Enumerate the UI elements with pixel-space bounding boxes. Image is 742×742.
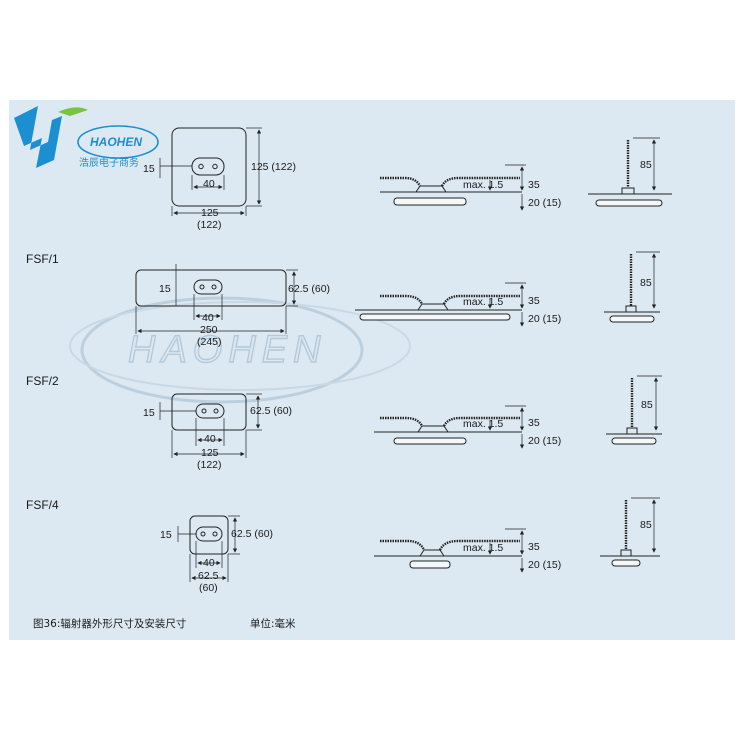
mount-slot: [195, 403, 225, 419]
max-dim: max. 1.5: [463, 296, 503, 308]
slot-width-dim: 40: [202, 312, 214, 324]
stem-h-dim: 85: [640, 159, 652, 171]
stem-h-dim: 85: [640, 519, 652, 531]
model-row-2: FSF/1 62.5 (60) 15 40 250 (245) max. 1.5…: [26, 251, 660, 348]
logo-brand-text: HAOHEN: [90, 135, 142, 149]
logo-company-text: 浩辰电子商务: [79, 156, 139, 169]
width-dim: 62.5: [198, 570, 219, 582]
mount-slot: [193, 279, 223, 295]
height-dim: 62.5 (60): [231, 528, 273, 540]
figure-caption: 图36:辐射器外形尺寸及安装尺寸: [33, 617, 186, 630]
drawing-sheet: [9, 100, 735, 640]
profile-h1-dim: 35: [528, 295, 540, 307]
height-dim: 62.5 (60): [288, 283, 330, 295]
slot-width-dim: 40: [203, 178, 215, 190]
model-row-3: FSF/2 62.5 (60) 15 40 125 (122) max. 1.5…: [26, 374, 662, 471]
width-dim: 125: [201, 207, 219, 219]
height-dim: 62.5 (60): [250, 405, 292, 417]
width-alt-dim: (122): [197, 459, 222, 471]
stem-h-dim: 85: [640, 277, 652, 289]
slot-width-dim: 40: [204, 433, 216, 445]
logo-mark-icon: [14, 106, 62, 168]
model-row-1: 125 (122) 15 40 125 (122) max. 1.5 35 20…: [143, 127, 672, 231]
profile-h2-dim: 20 (15): [528, 197, 561, 209]
width-dim: 250: [200, 324, 218, 336]
width-alt-dim: (245): [197, 336, 222, 348]
height-dim: 125 (122): [251, 161, 296, 173]
stem-h-dim: 85: [641, 399, 653, 411]
mount-slot: [195, 526, 223, 542]
plan-outline: [171, 393, 247, 431]
max-dim: max. 1.5: [463, 418, 503, 430]
profile-h2-dim: 20 (15): [528, 435, 561, 447]
haohen-logo: HAOHEN 浩辰电子商务: [14, 106, 159, 169]
model-label: FSF/2: [26, 374, 59, 388]
model-label: FSF/1: [26, 252, 59, 266]
watermark: HAOHEN: [69, 296, 411, 404]
max-dim: max. 1.5: [463, 542, 503, 554]
width-alt-dim: (122): [197, 219, 222, 231]
slot-offset-dim: 15: [160, 529, 172, 541]
model-label: FSF/4: [26, 498, 59, 512]
slot-offset-dim: 15: [159, 283, 171, 295]
watermark-text: HAOHEN: [128, 329, 327, 371]
profile-h2-dim: 20 (15): [528, 559, 561, 571]
plan-outline: [189, 515, 229, 555]
profile-h2-dim: 20 (15): [528, 313, 561, 325]
profile-h1-dim: 35: [528, 541, 540, 553]
width-alt-dim: (60): [199, 582, 218, 594]
width-dim: 125: [201, 447, 219, 459]
slot-width-dim: 40: [203, 557, 215, 569]
unit-caption: 单位:毫米: [250, 617, 296, 630]
slot-offset-dim: 15: [143, 407, 155, 419]
slot-offset-dim: 15: [143, 163, 155, 175]
plan-outline: [135, 269, 287, 307]
mount-slot: [191, 157, 225, 176]
profile-h1-dim: 35: [528, 417, 540, 429]
profile-h1-dim: 35: [528, 179, 540, 191]
max-dim: max. 1.5: [463, 179, 503, 191]
model-row-4: FSF/4 62.5 (60) 15 40 62.5 (60) max. 1.5…: [26, 497, 660, 594]
plan-outline: [171, 127, 247, 207]
